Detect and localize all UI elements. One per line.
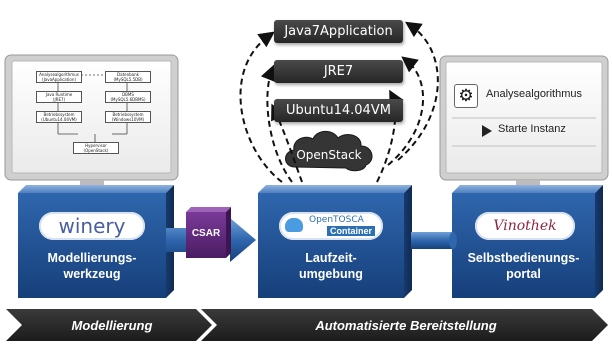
stack-box-jre7: JRE7 [274,60,403,83]
phase-bar [6,309,608,341]
gear-icon: ⚙ [454,84,478,108]
opentosca-subtitle: Container [327,226,376,236]
winery-logo: winery [39,212,145,240]
modeling-monitor [4,54,179,187]
csar-label: CSAR [191,228,221,239]
vinothek-logo: Vinothek [475,212,575,240]
phase-bereitstellung: Automatisierte Bereitstellung [315,318,497,333]
start-instance-label: Starte Instanz [498,123,566,135]
screen-box-analysealgorithmus: Analysealgorithmus(JavaApplication) [36,71,82,83]
start-instance-row[interactable]: Starte Instanz [482,123,602,141]
portal-app-row[interactable]: ⚙ Analysealgorithmus [454,84,594,108]
opentosca-logo: OpenTOSCA Container [279,212,383,240]
connector-pipe [411,232,457,249]
portal-label: Selbstbedienungs-portal [467,251,580,281]
portal-cube [452,185,603,298]
play-icon [482,125,492,137]
cloud-label: OpenStack [296,148,362,162]
screen-box-os-ubuntu: Betriebssystem(Ubuntu14.04VM) [36,111,82,123]
screen-box-os-windows: Betriebssystem(Windows10VM) [105,111,151,123]
portal-monitor [439,55,609,187]
screen-box-hypervisor: Hypervisor(OpenStack) [73,142,119,154]
screen-box-datenbank: Datenbank(MySQL5.5DB) [105,71,151,83]
screen-box-dbms: DBMS(MySQL5.6DBMS) [105,91,151,103]
openstack-cloud [285,130,373,172]
portal-app-label: Analysealgorithmus [486,88,582,100]
opentosca-title: OpenTOSCA [309,215,364,225]
stack-box-java7application: Java7Application [274,20,403,43]
portal-screen-lines [452,117,596,147]
runtime-label: Laufzeit-umgebung [299,251,363,281]
runtime-cube [258,185,412,298]
cloud-icon [285,218,303,232]
csar-cube [186,207,231,258]
modeling-cube [18,185,174,298]
screen-box-java-runtime: Java Runtime(JRE7) [36,91,82,103]
stack-box-ubuntu14-04vm: Ubuntu14.04VM [274,99,403,122]
phase-modellierung: Modellierung [71,318,153,333]
modeling-label: Modellierungs-werkzeug [47,251,137,281]
